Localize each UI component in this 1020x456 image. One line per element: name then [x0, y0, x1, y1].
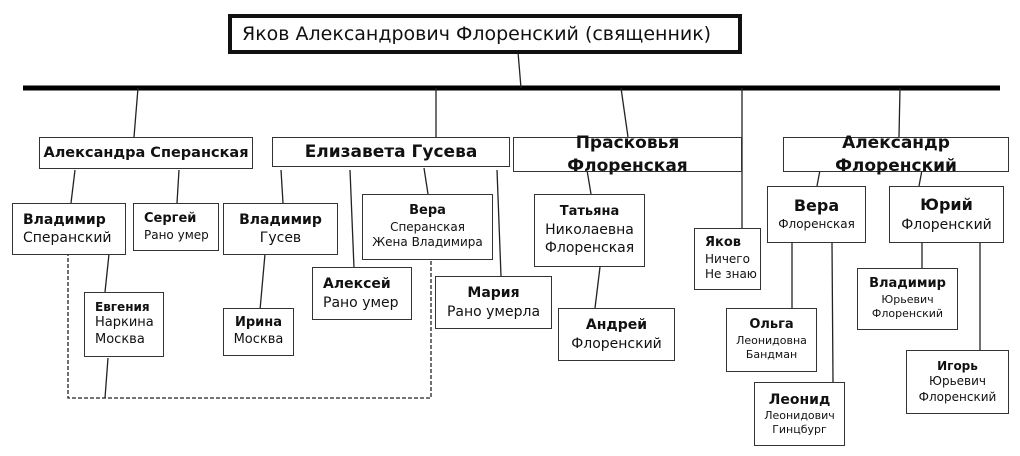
person-olga: Ольга Леонидовна Бандман: [726, 308, 817, 372]
detail: Николаевна: [545, 221, 634, 238]
detail: Юрьевич: [929, 374, 986, 389]
person-evgeniya: Евгения Наркина Москва: [84, 292, 164, 357]
person-leonid: Леонид Леонидович Гинцбург: [754, 382, 845, 446]
name: Ирина: [234, 315, 283, 331]
name: Владимир: [869, 276, 946, 292]
detail: Наркина: [95, 315, 154, 331]
detail: Флоренский: [918, 389, 997, 404]
detail: Москва: [233, 332, 284, 347]
person-tatyana: Татьяна Николаевна Флоренская: [534, 194, 645, 267]
name: Владимир: [23, 211, 106, 228]
person-aleksey: Алексей Рано умер: [312, 267, 412, 320]
name: Мария: [467, 285, 520, 302]
name: Елизавета Гусева: [304, 141, 478, 162]
detail: Сперанский: [23, 230, 112, 246]
detail: Сперанская: [390, 219, 465, 234]
person-andrey: Андрей Флоренский: [558, 308, 675, 361]
detail: Рано умерла: [446, 303, 541, 320]
name: Игорь: [937, 358, 978, 373]
detail: Гинцбург: [772, 423, 827, 437]
detail: Юрьевич: [881, 293, 934, 307]
person-yakov: Яков Ничего Не знаю: [694, 228, 761, 290]
root-person: Яков Александрович Флоренский (священник…: [228, 14, 742, 54]
name: Прасковья Флоренская: [567, 133, 688, 176]
detail: Не знаю: [705, 267, 757, 282]
person-vladimir-florensky: Владимир Юрьевич Флоренский: [857, 268, 958, 330]
child-praskovya: Прасковья Флоренская: [513, 133, 742, 176]
detail: Рано умер: [144, 227, 209, 242]
root-name: Яков Александрович Флоренский (священник…: [242, 22, 712, 45]
person-vladimir-speransky: Владимир Сперанский: [12, 203, 126, 255]
detail: Флоренская: [778, 217, 855, 232]
person-yuriy: Юрий Флоренский: [889, 186, 1004, 243]
person-vladimir-gusev: Владимир Гусев: [223, 203, 338, 255]
name: Вера: [793, 196, 840, 216]
name: Ольга: [749, 317, 794, 333]
detail: Флоренская: [544, 239, 635, 256]
name: Татьяна: [559, 203, 620, 219]
detail: Ничего: [705, 251, 750, 266]
detail: Флоренский: [901, 216, 992, 233]
name: Вера: [409, 202, 446, 218]
name: Сергей: [144, 210, 197, 226]
detail: Рано умер: [323, 294, 399, 311]
detail: Жена Владимира: [372, 235, 483, 250]
name: Алексей: [323, 276, 391, 293]
link-praskovya: [620, 87, 629, 138]
name: Владимир: [239, 211, 322, 228]
detail: Флоренский: [571, 335, 662, 352]
person-sergey: Сергей Рано умер: [133, 203, 219, 251]
name: Андрей: [585, 317, 648, 334]
name: Евгения: [95, 299, 150, 314]
person-irina: Ирина Москва: [223, 308, 294, 356]
link-speranskaya: [133, 87, 139, 138]
person-mariya: Мария Рано умерла: [435, 276, 552, 329]
name: Юрий: [920, 195, 973, 214]
detail: Леонидович: [764, 408, 835, 422]
detail: Леонидовна: [736, 334, 807, 348]
child-guseva: Елизавета Гусева: [272, 137, 510, 167]
name: Александра Сперанская: [43, 144, 249, 161]
link-aleksandr: [898, 87, 901, 138]
person-vera-speranskaya: Вера Сперанская Жена Владимира: [362, 194, 493, 260]
detail: Гусев: [259, 230, 302, 246]
marriage-dashed-line: [67, 234, 432, 399]
child-aleksandr: Александр Флоренский: [783, 133, 1009, 176]
link-root: [517, 51, 522, 89]
child-speranskaya: Александра Сперанская: [39, 137, 253, 169]
name: Александр Флоренский: [835, 133, 957, 176]
name: Леонид: [768, 391, 831, 408]
detail: Бандман: [745, 348, 798, 362]
name: Яков: [705, 234, 741, 250]
detail: Флоренский: [871, 307, 944, 321]
person-vera-florenskaya: Вера Флоренская: [767, 186, 866, 243]
detail: Москва: [95, 332, 145, 348]
person-igor: Игорь Юрьевич Флоренский: [906, 350, 1009, 414]
